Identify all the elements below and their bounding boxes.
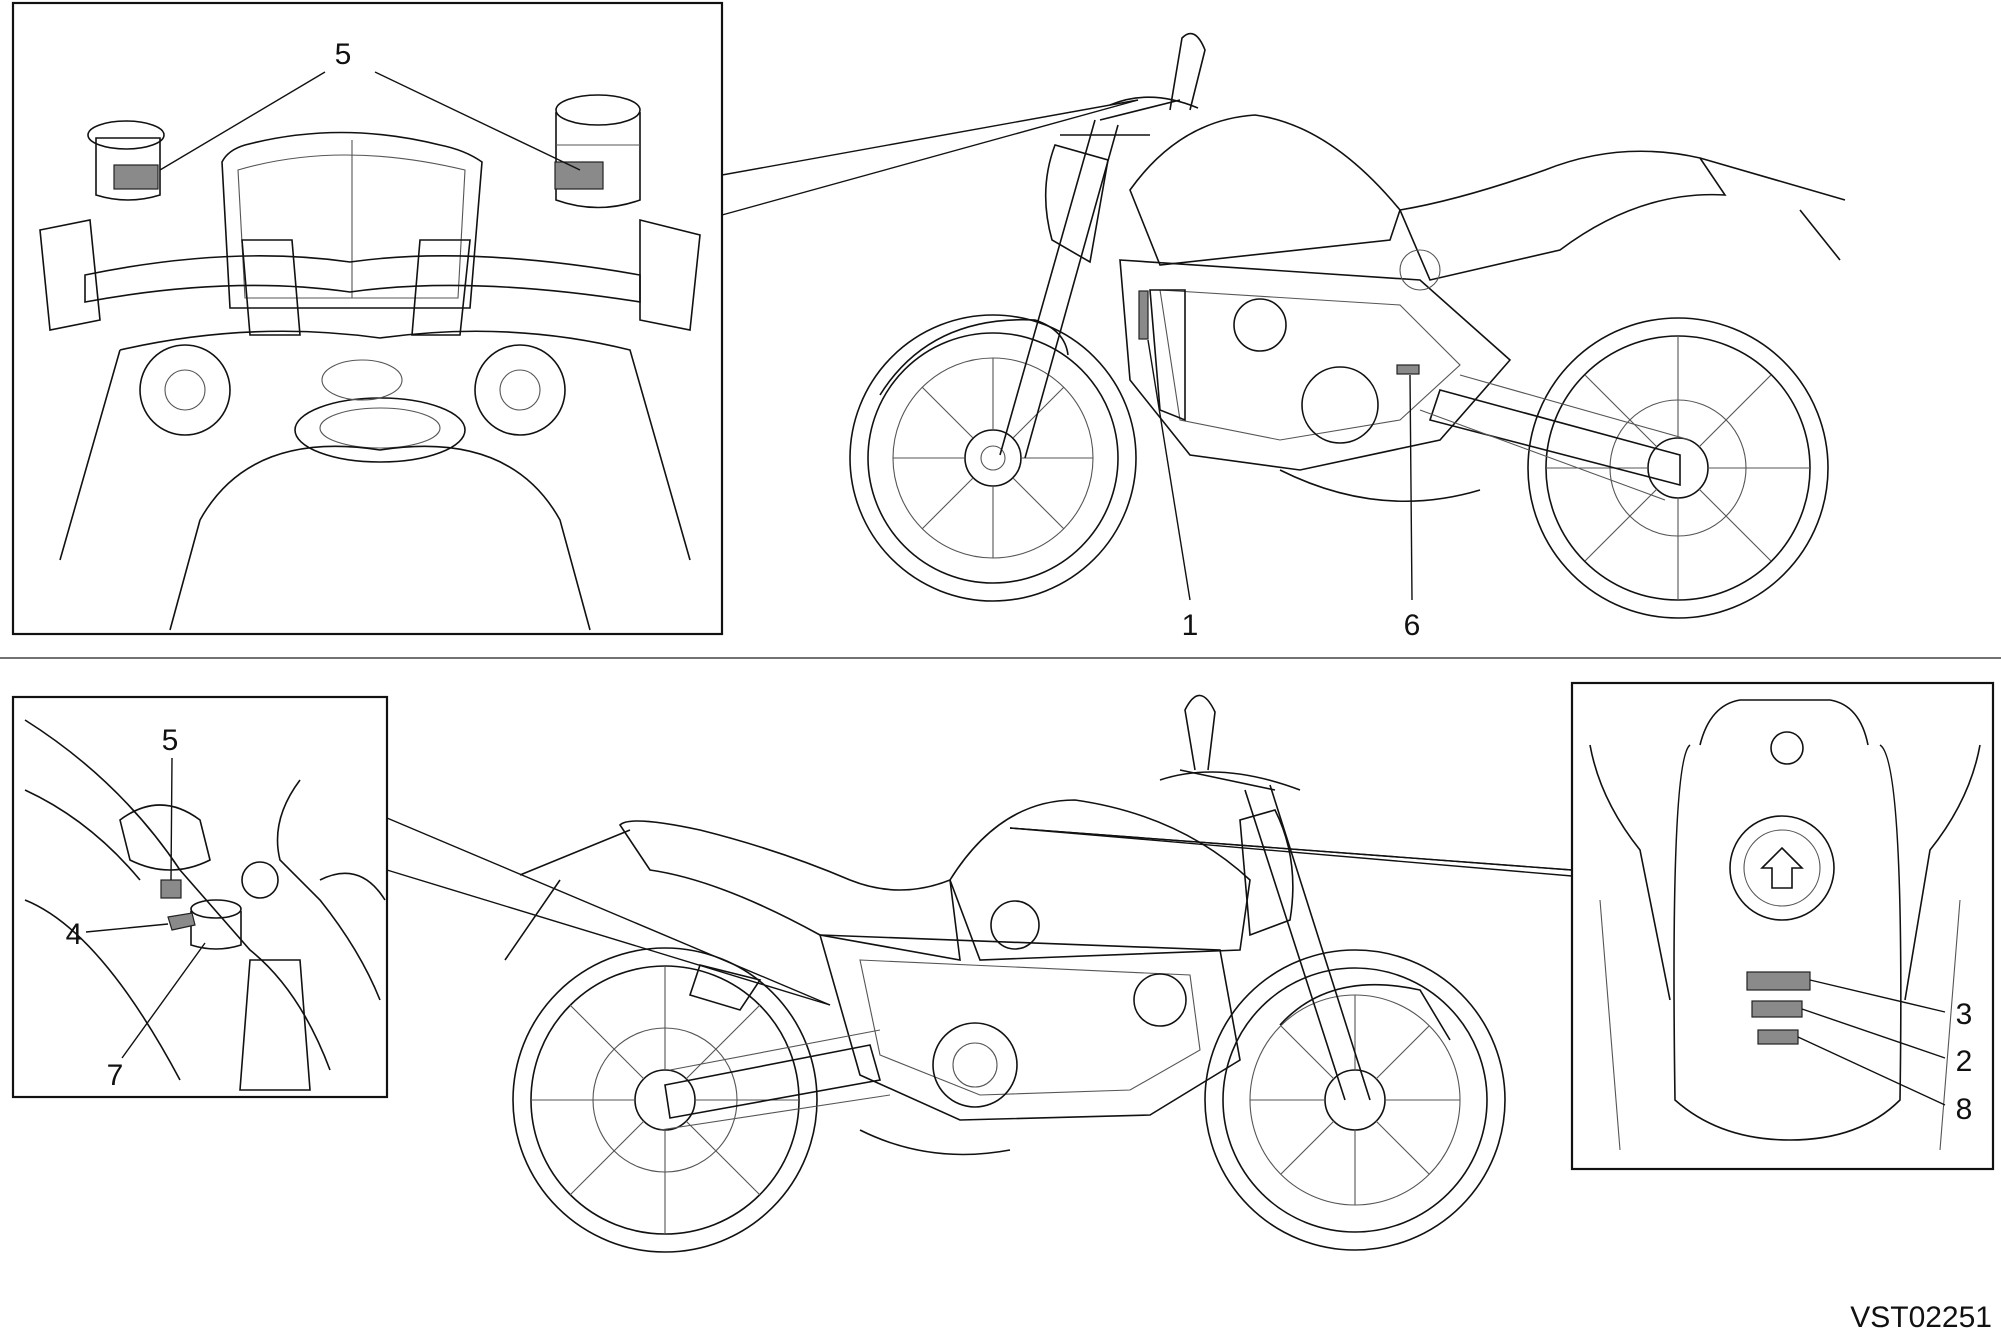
callout-5-left: 5	[162, 724, 179, 757]
callout-8: 8	[1956, 1093, 1973, 1126]
label-marker-4	[167, 912, 196, 931]
callout-2: 2	[1956, 1045, 1973, 1078]
label-marker-5-right	[554, 161, 604, 190]
callout-7: 7	[107, 1059, 124, 1092]
drawing-code: VST02251	[1850, 1301, 1992, 1334]
label-marker-1	[1138, 290, 1149, 340]
label-marker-8	[1757, 1029, 1799, 1045]
front-wheel	[849, 314, 1137, 602]
label-marker-2	[1751, 1000, 1803, 1018]
callout-5-top: 5	[335, 38, 352, 71]
detail-rear-reservoir: 5 4 7	[11, 695, 389, 1099]
bottom-rear-wheel	[512, 947, 818, 1253]
label-marker-5-left	[113, 164, 159, 190]
rear-wheel	[1527, 317, 1829, 619]
bottom-front-wheel	[1204, 949, 1506, 1251]
label-marker-5-detail	[160, 879, 182, 899]
callout-1: 1	[1182, 609, 1199, 642]
callout-4: 4	[66, 918, 83, 951]
motorcycle-side-view-bottom	[504, 694, 1506, 1253]
callout-3: 3	[1956, 998, 1973, 1031]
left-reservoir	[87, 120, 165, 201]
label-marker-6	[1396, 364, 1420, 375]
detail-tank-top: 3 2 8	[1570, 681, 1995, 1171]
right-reservoir	[554, 94, 641, 209]
motorcycle-side-view-top	[849, 32, 1846, 619]
callout-6: 6	[1404, 609, 1421, 642]
detail-cockpit: 5	[11, 1, 724, 636]
label-marker-3	[1746, 971, 1811, 991]
